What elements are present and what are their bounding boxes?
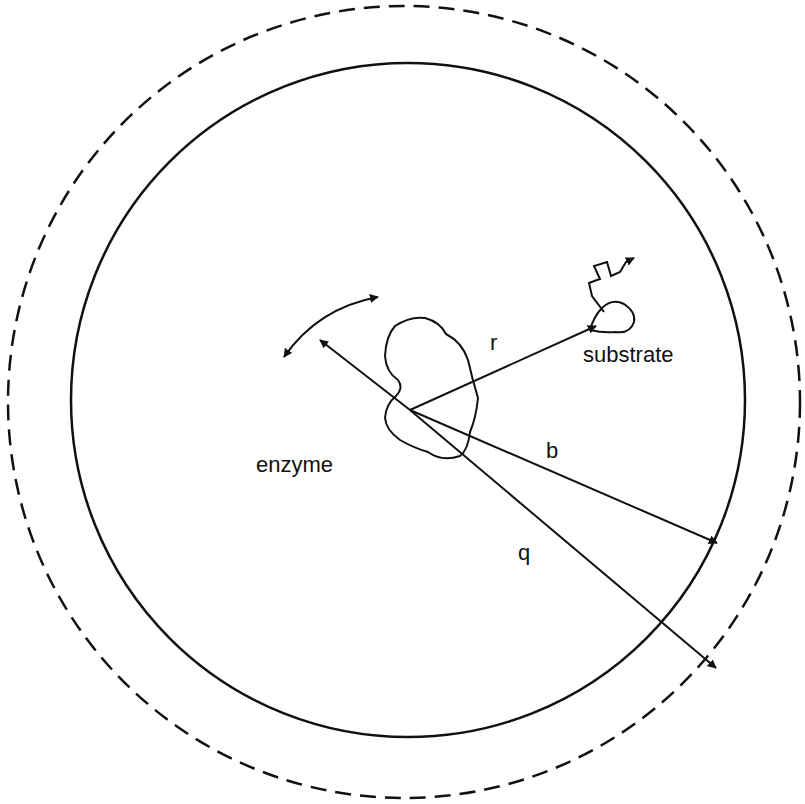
q-radius-arrow: [410, 410, 716, 668]
diagram-label: q: [518, 540, 530, 566]
b-radius-arrow: [410, 410, 717, 543]
orientation-vector: [320, 340, 410, 410]
diagram-label: b: [546, 438, 558, 464]
r-vector: [410, 326, 596, 410]
enzyme-blob: [385, 318, 478, 459]
diagram-label: enzyme: [256, 452, 333, 478]
diagram-label: substrate: [583, 342, 674, 368]
random-walk-path: [589, 258, 634, 312]
diagram-label: r: [490, 330, 497, 356]
outer-dashed-circle: [8, 6, 800, 798]
inner-circle: [71, 63, 745, 737]
substrate-blob: [590, 302, 634, 333]
rotation-arrow: [284, 297, 378, 357]
